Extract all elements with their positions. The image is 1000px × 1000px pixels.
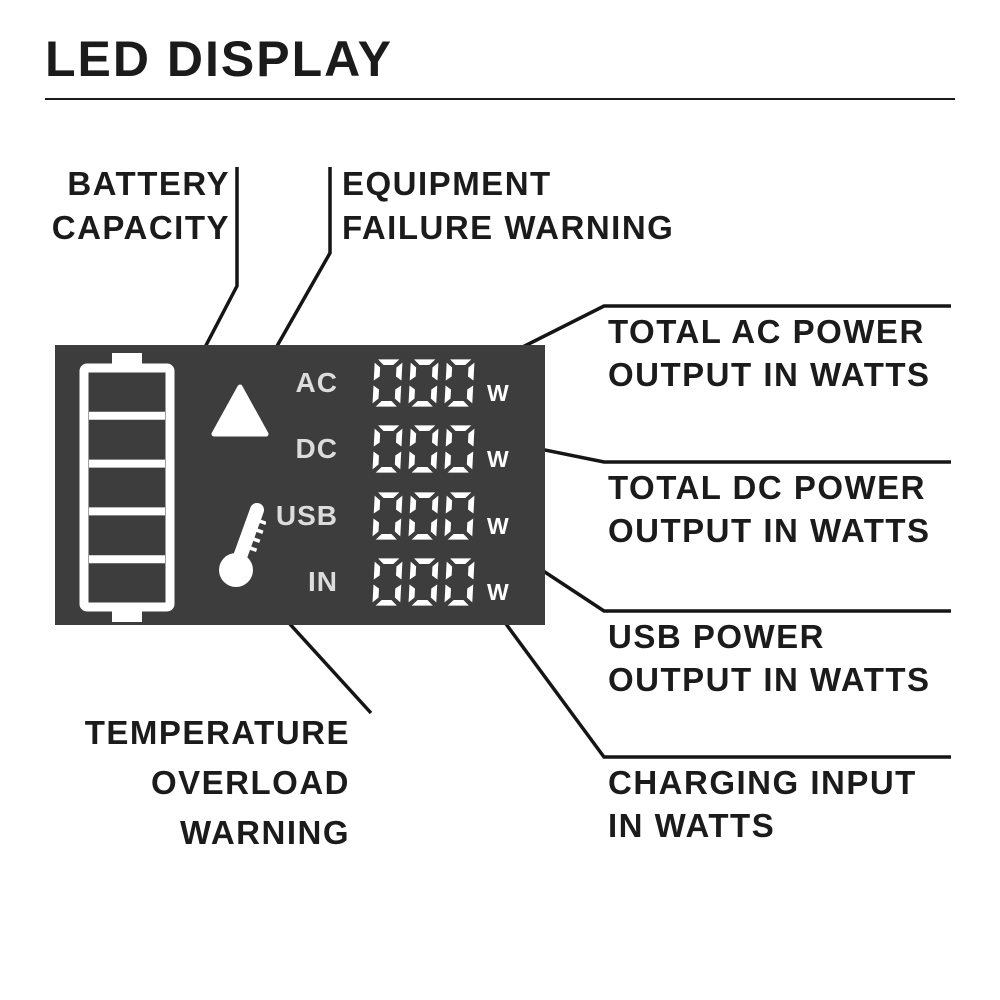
callout-line: BATTERY [67, 165, 230, 202]
callout-total-dc-power: TOTAL DC POWER OUTPUT IN WATTS [608, 466, 931, 552]
seven-segment-value-in [372, 556, 475, 608]
callout-line: WARNING [180, 814, 350, 851]
callout-line: TOTAL AC POWER [608, 313, 925, 350]
display-row-in: IN W [210, 557, 520, 607]
row-label-ac: AC [295, 367, 338, 398]
callout-battery-capacity: BATTERY CAPACITY [0, 162, 230, 250]
warning-triangle-icon [211, 384, 269, 437]
callout-equipment-failure-warning: EQUIPMENT FAILURE WARNING [342, 162, 674, 250]
leader-total-dc [480, 435, 951, 464]
callout-line: EQUIPMENT [342, 165, 552, 202]
callout-line: OUTPUT IN WATTS [608, 512, 931, 549]
display-row-usb: USB W [210, 491, 520, 541]
seven-segment-value-dc [372, 423, 475, 475]
callout-line: TOTAL DC POWER [608, 469, 926, 506]
callout-line: FAILURE WARNING [342, 209, 675, 246]
display-row-dc: DC W [210, 424, 520, 474]
callout-total-ac-power: TOTAL AC POWER OUTPUT IN WATTS [608, 310, 931, 396]
callout-line: OUTPUT IN WATTS [608, 356, 931, 393]
callout-temperature-overload-warning: TEMPERATURE OVERLOAD WARNING [40, 708, 350, 858]
callout-line: OVERLOAD [150, 764, 350, 801]
title-underline [45, 98, 955, 100]
callout-line: USB POWER [608, 618, 826, 655]
callout-line: CHARGING INPUT [608, 764, 917, 801]
unit-label-watts: W [487, 380, 509, 406]
seven-segment-value-usb [372, 490, 475, 542]
row-label-dc: DC [295, 433, 338, 464]
callout-usb-power: USB POWER OUTPUT IN WATTS [608, 615, 931, 701]
callout-charging-input: CHARGING INPUT IN WATTS [608, 761, 917, 847]
callout-line: CAPACITY [51, 209, 230, 246]
thermometer-icon [219, 503, 266, 587]
row-label-in: IN [308, 566, 338, 597]
unit-label-watts: W [487, 446, 509, 472]
page-title: LED DISPLAY [45, 31, 394, 87]
unit-label-watts: W [487, 513, 509, 539]
callout-line: TEMPERATURE [84, 714, 350, 751]
seven-segment-value-ac [372, 357, 475, 409]
callout-line: IN WATTS [608, 807, 776, 844]
row-label-usb: USB [275, 500, 338, 531]
unit-label-watts: W [487, 579, 509, 605]
display-row-ac: AC W [210, 358, 520, 408]
led-display-panel: AC W DC W USB W IN W [55, 345, 545, 625]
callout-line: OUTPUT IN WATTS [608, 661, 931, 698]
battery-icon [79, 353, 175, 622]
